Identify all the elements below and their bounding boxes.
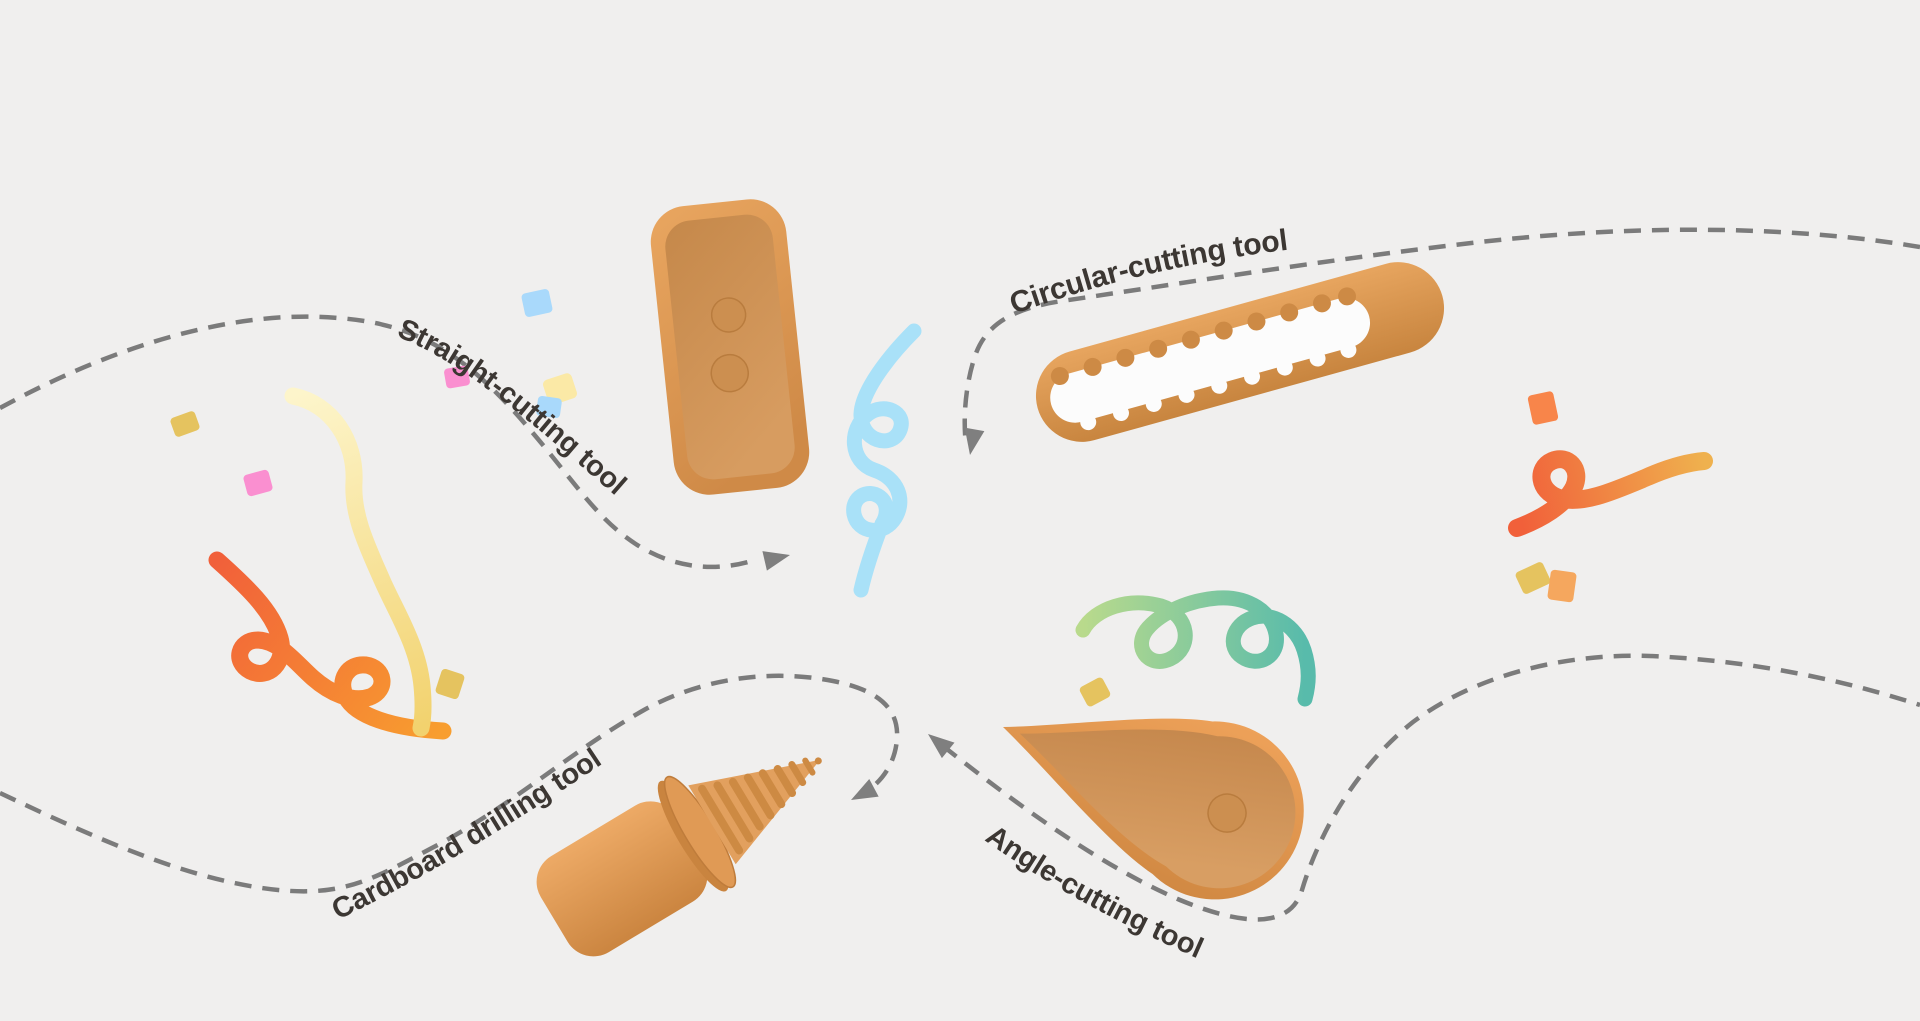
dashed-path-cardboard-drilling — [0, 673, 900, 894]
confetti-pieces — [170, 289, 1577, 707]
confetti — [243, 469, 273, 497]
tray-button-top — [710, 297, 747, 333]
teardrop-button — [1207, 793, 1247, 833]
confetti — [536, 395, 562, 419]
dashed-path-circular-cutting — [962, 227, 1920, 455]
arrowhead-up-left-icon — [928, 734, 955, 759]
arrowhead-right-icon — [762, 551, 790, 571]
confetti — [1515, 562, 1551, 594]
confetti — [543, 373, 577, 405]
dashed-path-angle-cutting — [928, 653, 1920, 922]
circular-cutting-tool-illustration — [1035, 262, 1445, 442]
confetti — [521, 289, 553, 317]
drill-threads — [698, 757, 822, 855]
scalloped-edge — [1050, 287, 1357, 386]
arrowhead-down-left-icon — [851, 778, 879, 800]
teal-streamer — [1075, 590, 1316, 707]
confetti — [170, 411, 200, 437]
straight-cutting-tool-illustration — [650, 199, 810, 495]
arrowhead-down-icon — [964, 427, 985, 455]
orange-streamer-right — [1508, 450, 1713, 537]
confetti — [1527, 391, 1559, 425]
confetti — [1079, 677, 1111, 707]
yellow-streamer-left — [284, 387, 432, 737]
confetti — [444, 365, 470, 389]
tray-button-bottom — [710, 353, 749, 393]
orange-streamer-left — [208, 551, 452, 740]
confetti — [1547, 569, 1577, 603]
cardboard-drilling-tool-illustration — [536, 757, 822, 957]
blue-streamer — [846, 323, 922, 598]
confetti — [435, 668, 465, 700]
scalloped-edge-bottom — [1080, 341, 1357, 431]
angle-cutting-tool-illustration — [1003, 718, 1304, 900]
dashed-path-straight-cutting — [0, 314, 790, 571]
